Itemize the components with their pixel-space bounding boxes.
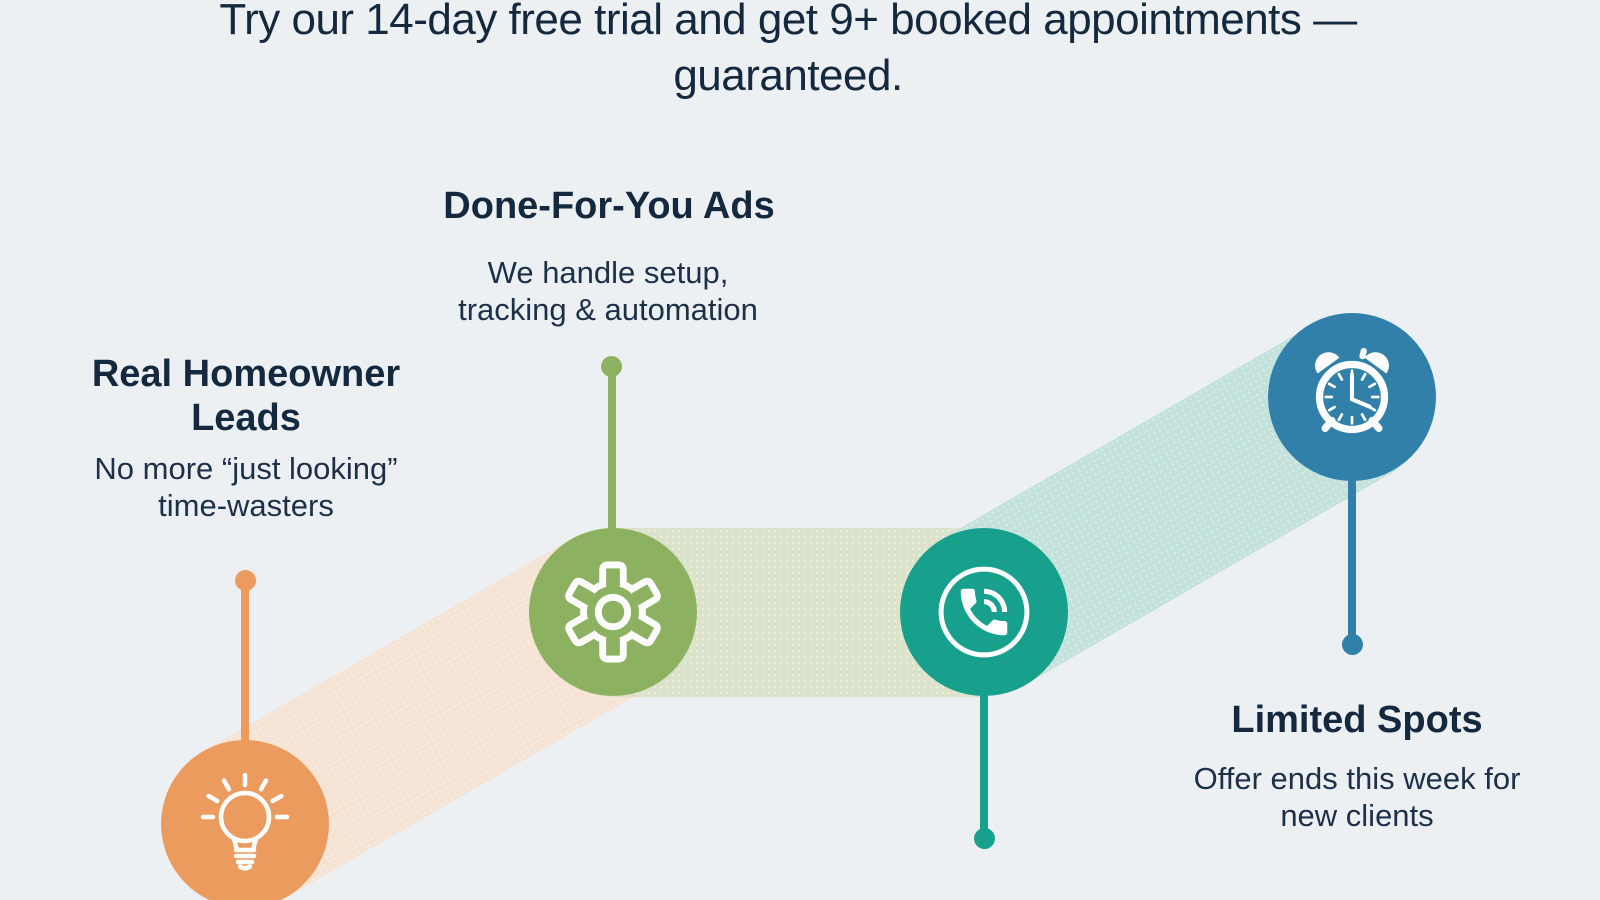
step-description-limited-spots: Offer ends this week for new clients — [1193, 761, 1521, 833]
step-description-real-homeowner-leads: No more “just looking” time-wasters — [94, 451, 398, 523]
step-title-done-for-you-ads: Done-For-You Ads — [443, 185, 775, 227]
phone-icon — [938, 566, 1030, 658]
step-description-done-for-you-ads: We handle setup, tracking & automation — [458, 255, 758, 327]
step-circle-ads — [529, 528, 697, 696]
alarm-clock-icon — [1315, 348, 1389, 434]
timeline-stem-limited-spots — [1348, 478, 1356, 646]
timeline-stem-leads — [241, 578, 249, 744]
step-circle-calls — [900, 528, 1068, 696]
gear-icon — [565, 561, 661, 663]
step-title-limited-spots: Limited Spots — [1231, 699, 1483, 741]
lightbulb-icon — [200, 773, 290, 871]
timeline-stem-calls — [980, 692, 988, 838]
timeline-stem-ads — [608, 364, 616, 532]
step-circle-limited-spots — [1268, 313, 1436, 481]
timeline-dot-calls — [974, 828, 995, 849]
step-circle-leads — [161, 740, 329, 900]
step-title-real-homeowner-leads: Real Homeowner Leads — [91, 353, 401, 439]
timeline-dot-limited-spots — [1342, 634, 1363, 655]
headline: Try our 14-day free trial and get 9+ boo… — [219, 0, 1357, 100]
